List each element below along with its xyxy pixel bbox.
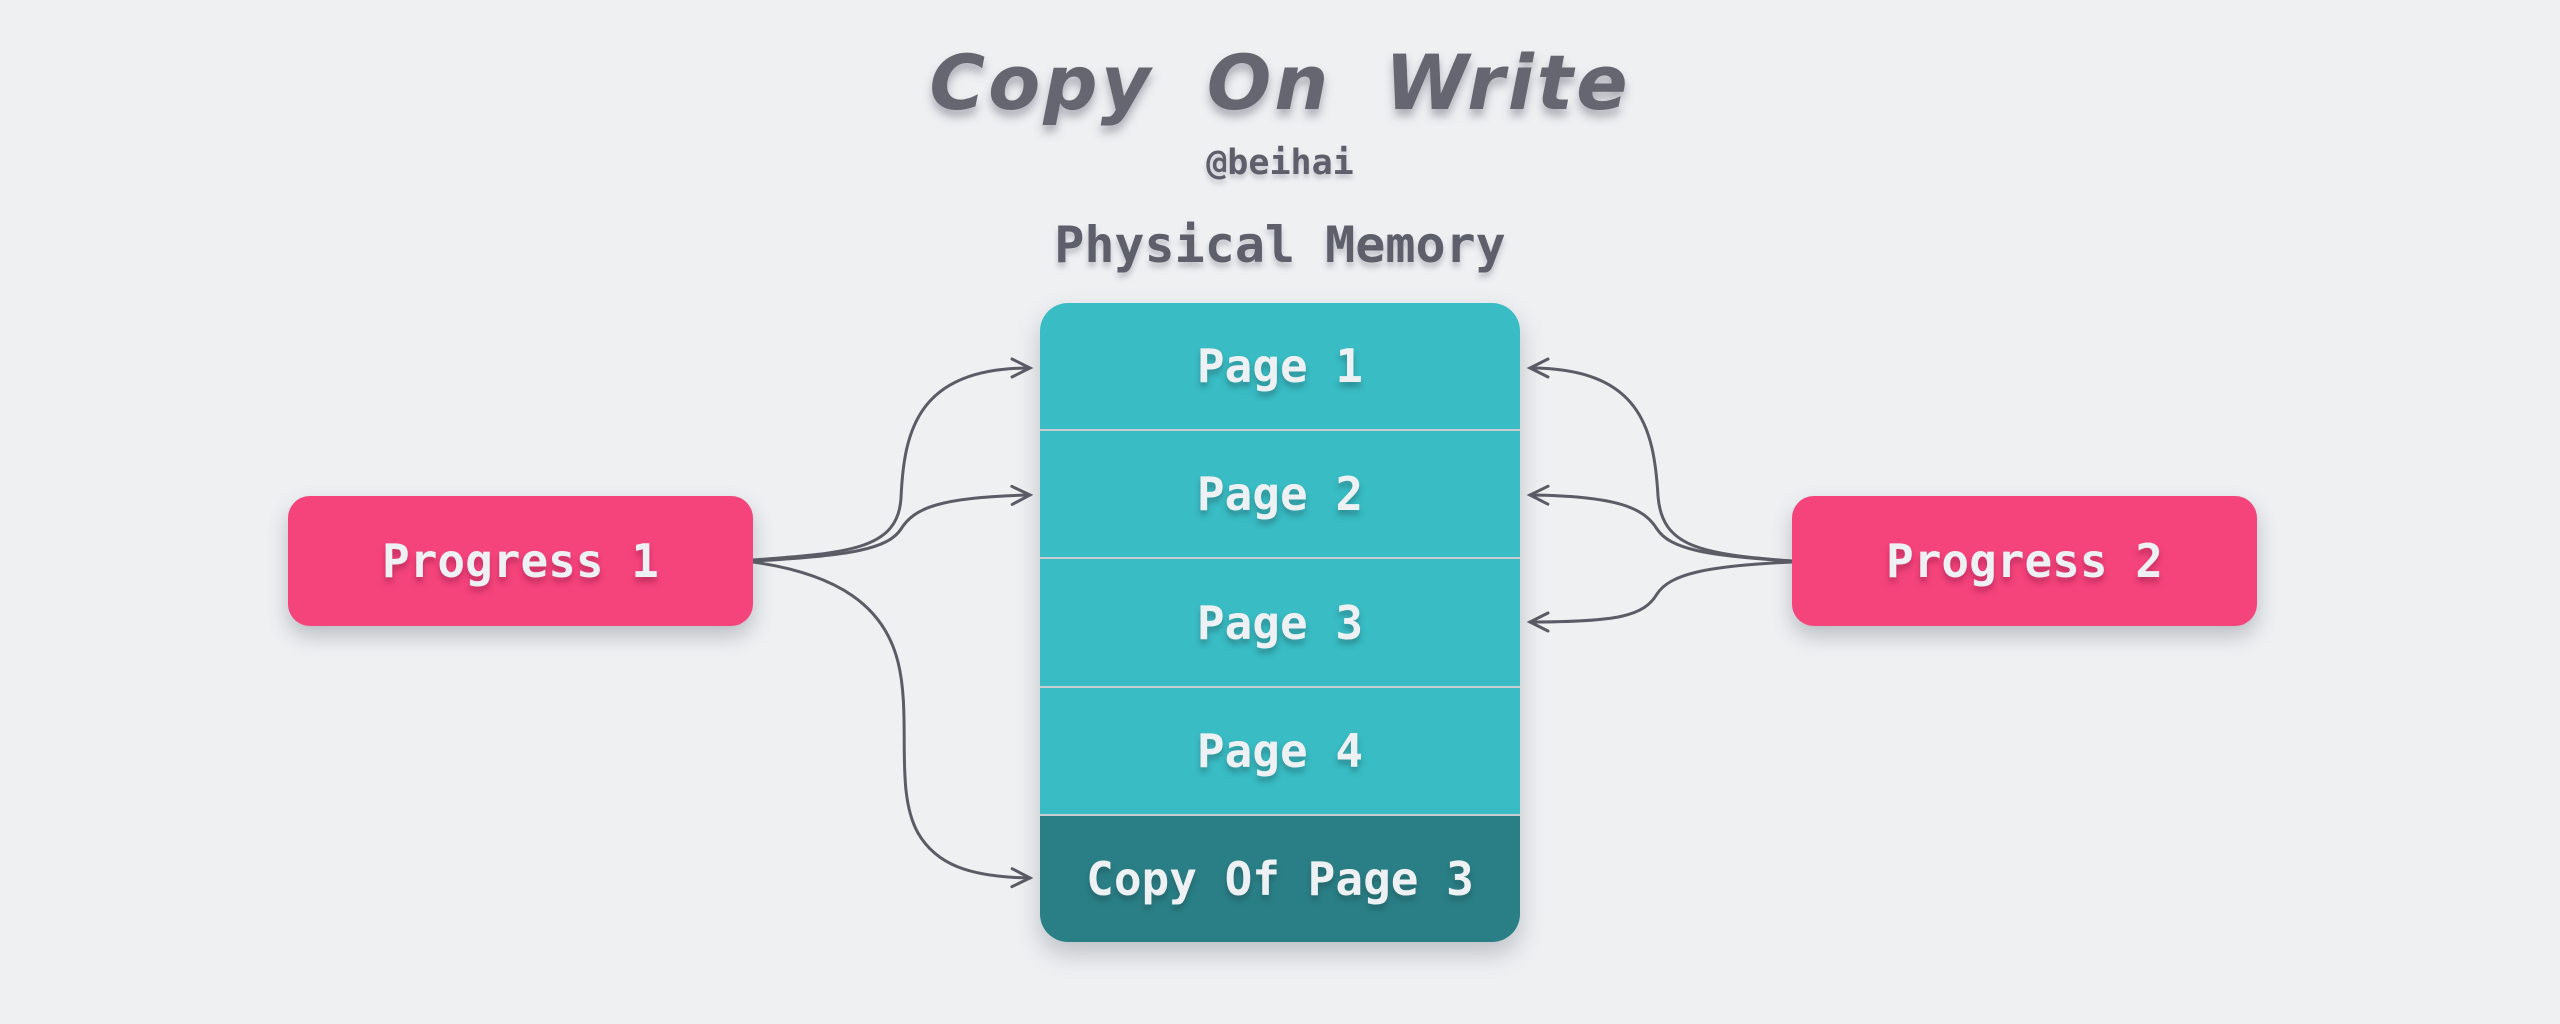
diagram-title: Copy On Write [929, 38, 1631, 127]
physical-memory-stack: Page 1 Page 2 Page 3 Page 4 Copy Of Page… [1040, 303, 1520, 942]
arrow-progress2-to-page1 [1526, 357, 1794, 563]
memory-page-row: Page 3 [1040, 557, 1520, 686]
memory-page-row: Page 2 [1040, 429, 1520, 558]
physical-memory-heading: Physical Memory [1054, 216, 1506, 274]
arrow-progress1-to-page1 [751, 357, 1034, 562]
memory-page-row: Page 4 [1040, 685, 1520, 814]
memory-page-row-copy: Copy Of Page 3 [1040, 813, 1520, 942]
arrow-progress2-to-page2 [1526, 484, 1794, 563]
memory-page-row: Page 1 [1040, 303, 1520, 430]
arrow-progress1-to-copy-of-page3 [751, 560, 1034, 889]
arrow-progress1-to-page2 [751, 484, 1034, 563]
arrow-progress2-to-page3 [1526, 560, 1794, 633]
process-box-progress-1: Progress 1 [288, 496, 753, 626]
process-box-progress-2: Progress 2 [1792, 496, 2257, 626]
author-handle: @beihai [1206, 143, 1354, 183]
